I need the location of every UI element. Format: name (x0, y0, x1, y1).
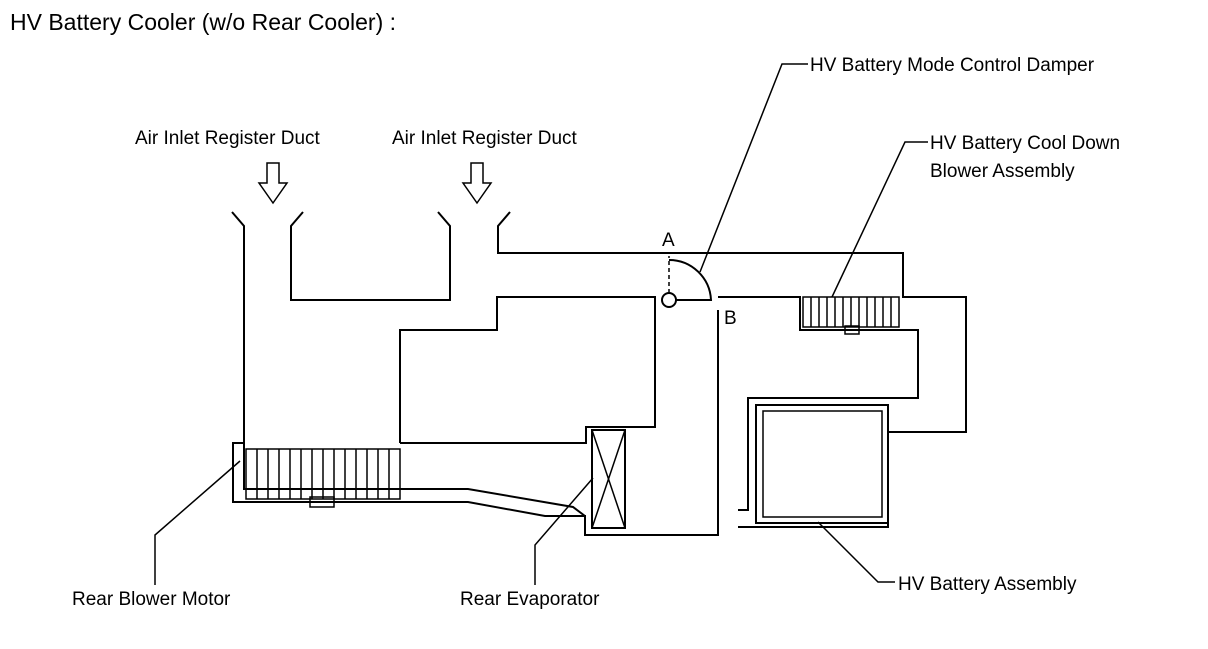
duct-outline (231, 211, 967, 536)
air-inlet-left-arrow-icon (257, 162, 289, 205)
mode-control-damper (661, 256, 713, 308)
hv-battery-assembly-label: HV Battery Assembly (898, 574, 1077, 595)
leader-lines (154, 63, 928, 585)
cool-down-blower-label-line1: HV Battery Cool Down (930, 133, 1120, 154)
damper-flap (668, 258, 713, 301)
rear-evaporator-label: Rear Evaporator (460, 589, 600, 610)
mode-control-damper-label: HV Battery Mode Control Damper (810, 55, 1095, 76)
cool-down-blower-fan (802, 296, 900, 335)
diagram-title: HV Battery Cooler (w/o Rear Cooler) : (10, 9, 396, 35)
rear-blower-fan (245, 448, 401, 508)
damper-pivot (661, 292, 677, 308)
rear-blower-motor-label: Rear Blower Motor (72, 589, 231, 610)
point-b-label: B (724, 308, 737, 329)
rear-evaporator (591, 429, 626, 529)
air-inlet-register-duct-left-label: Air Inlet Register Duct (135, 128, 321, 149)
hv-battery-box (755, 404, 889, 524)
air-inlet-register-duct-right-label: Air Inlet Register Duct (392, 128, 578, 149)
air-inlet-right-arrow-icon (461, 162, 493, 205)
cool-down-blower-label-line2: Blower Assembly (930, 161, 1075, 182)
point-a-label: A (662, 230, 675, 251)
